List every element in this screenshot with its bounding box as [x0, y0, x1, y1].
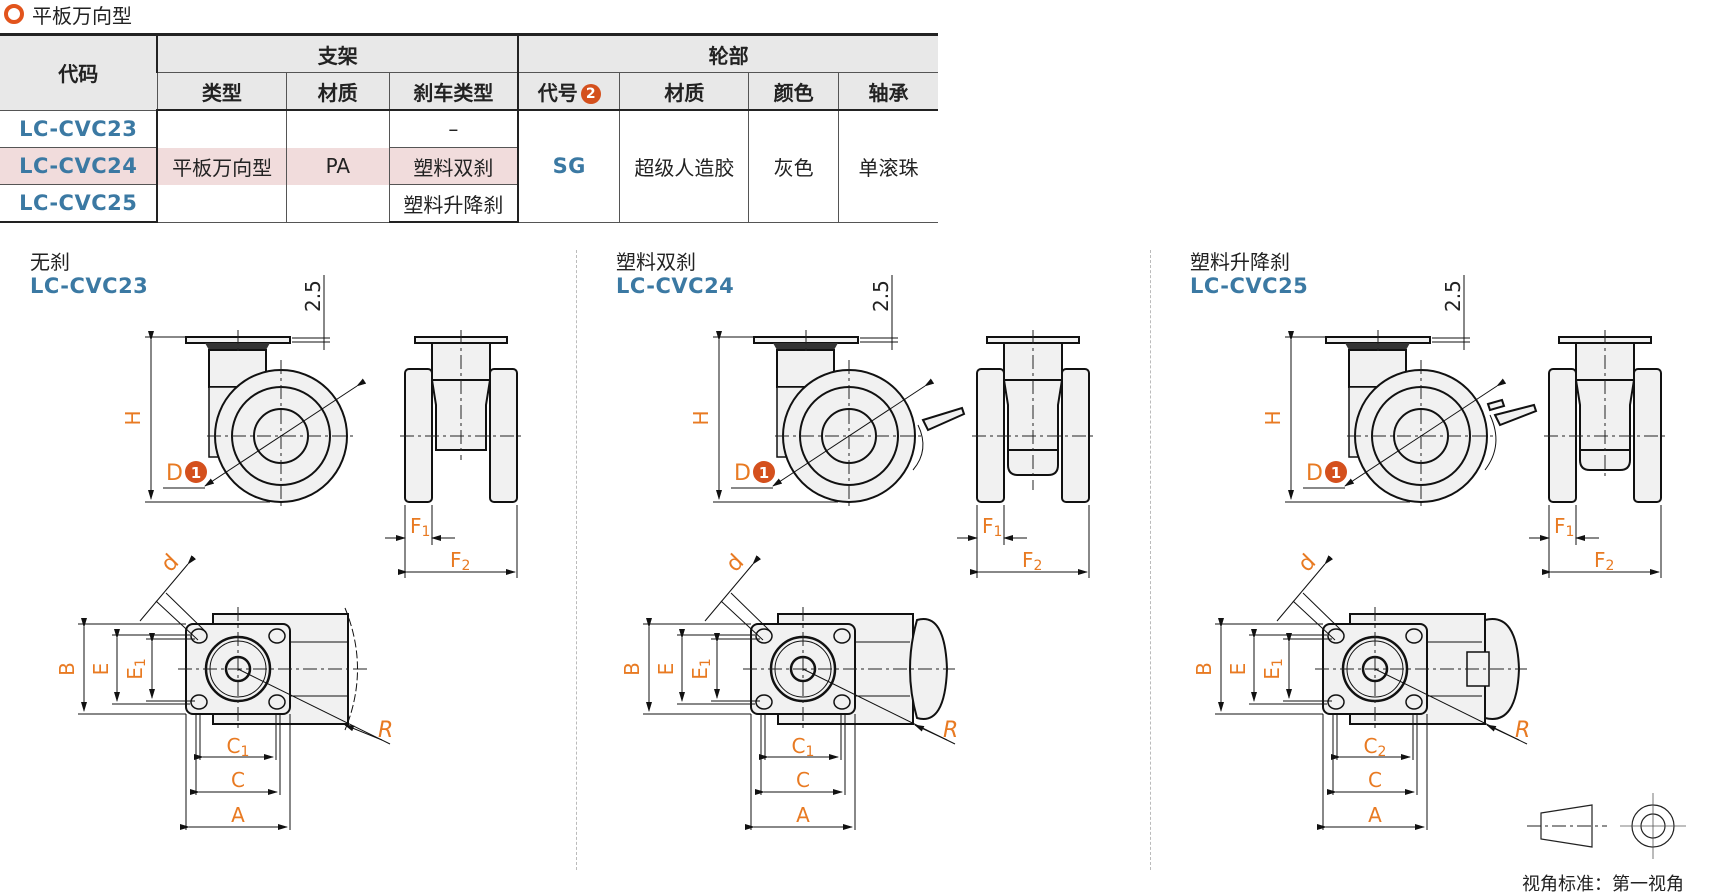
dim-E1: E1	[123, 658, 149, 680]
dim-D: D	[734, 461, 751, 486]
header-brake-type: 刹车类型	[388, 72, 519, 111]
header-code: 代码	[0, 33, 158, 111]
table-row: LC-CVC25 塑料升降刹	[0, 184, 938, 223]
svg-text:1: 1	[1331, 464, 1341, 482]
dim-R: R	[943, 718, 958, 743]
header-wheel-material: 材质	[619, 72, 750, 111]
badge-1-icon	[753, 461, 775, 483]
dim-B: B	[620, 662, 644, 676]
dim-offset: 2.5	[292, 275, 330, 350]
dim-B: B	[1192, 662, 1216, 676]
side-view-cvc25	[1326, 330, 1538, 510]
front-view-cvc25	[1544, 330, 1669, 503]
side-view-cvc24	[754, 330, 966, 510]
cell-color: 灰色	[748, 109, 839, 223]
dim-C2: C2	[1364, 734, 1387, 760]
section-divider	[1150, 250, 1151, 870]
dim-C1: C1	[227, 734, 250, 760]
dim-E1: E1	[688, 658, 714, 680]
circle-bullet-icon	[4, 4, 24, 24]
header-bearing: 轴承	[837, 72, 938, 111]
dim-F2: F2	[1022, 548, 1042, 574]
dim-E: E	[1226, 663, 1250, 676]
note-badge-2: 2	[580, 83, 601, 104]
page-title: 平板万向型	[4, 2, 132, 28]
badge-1-icon	[1325, 461, 1347, 483]
table-row: LC-CVC23 平板万向型 PA – SG 超级人造胶 灰色 单滚珠	[0, 109, 938, 223]
section-label: 塑料升降刹	[1190, 250, 1290, 274]
dim-F2: F2	[1594, 548, 1614, 574]
top-view-cvc24: R d B E E1 C1 C A	[620, 550, 958, 830]
svg-text:1: 1	[191, 464, 201, 482]
header-bracket: 支架	[156, 33, 519, 73]
first-angle-projection-icon	[1527, 793, 1686, 859]
projection-standard-label: 视角标准：第一视角	[1522, 874, 1684, 895]
dim-C1: C1	[792, 734, 815, 760]
dim-offset-label: 2.5	[301, 280, 325, 312]
section-label: 无刹	[30, 250, 70, 274]
dim-offset-label: 2.5	[1441, 280, 1465, 312]
header-color: 颜色	[748, 72, 839, 111]
row-code: LC-CVC24	[0, 147, 158, 185]
dim-F1: F1	[410, 514, 430, 540]
cell-brake: –	[388, 109, 519, 148]
section-code: LC-CVC25	[1190, 274, 1309, 298]
dim-F1: F1	[982, 514, 1002, 540]
dim-E: E	[89, 663, 113, 676]
dim-A: A	[1368, 803, 1382, 827]
section-code: LC-CVC24	[616, 274, 735, 298]
dim-C: C	[796, 768, 810, 792]
section-divider	[576, 250, 577, 870]
dim-E1: E1	[1260, 658, 1286, 680]
badge-1-icon	[185, 461, 207, 483]
cell-brake: 塑料升降刹	[388, 184, 519, 223]
cell-brake: 塑料双刹	[388, 147, 519, 185]
dim-D: D	[166, 461, 183, 486]
svg-text:1: 1	[759, 464, 769, 482]
table-row: LC-CVC24 塑料双刹	[0, 147, 938, 185]
cell-wheel-material: 超级人造胶	[619, 109, 750, 223]
row-code: LC-CVC25	[0, 184, 158, 223]
dim-H: H	[689, 410, 713, 425]
dim-A: A	[231, 803, 245, 827]
front-view-cvc23	[400, 330, 525, 503]
cell-material: PA	[285, 109, 390, 223]
title-text: 平板万向型	[32, 3, 132, 28]
dim-B: B	[55, 662, 79, 676]
top-view-cvc23	[178, 607, 368, 731]
cell-type: 平板万向型	[156, 109, 287, 223]
dim-C: C	[231, 768, 245, 792]
dim-E: E	[654, 663, 678, 676]
row-code: LC-CVC23	[0, 109, 158, 148]
header-wheel: 轮部	[517, 33, 938, 73]
dim-A: A	[796, 803, 810, 827]
dim-R: R	[378, 718, 393, 743]
side-view-cvc23	[186, 330, 357, 510]
dim-C: C	[1368, 768, 1382, 792]
header-type: 类型	[157, 72, 287, 111]
dim-H: H	[121, 410, 145, 425]
dim-D: D	[1306, 461, 1323, 486]
header-material: 材质	[285, 72, 390, 111]
dim-H: H	[1261, 410, 1285, 425]
dim-R: R	[1515, 718, 1530, 743]
front-view-cvc24	[972, 330, 1097, 503]
cell-wheel-code: SG	[517, 109, 621, 223]
dim-offset-label: 2.5	[869, 280, 893, 312]
top-view-cvc25: R d B E E1 C2 C A	[1192, 550, 1530, 830]
section-label: 塑料双刹	[616, 250, 696, 274]
dim-F1: F1	[1554, 514, 1574, 540]
section-code: LC-CVC23	[30, 274, 149, 298]
cell-bearing: 单滚珠	[837, 109, 938, 223]
dim-F2: F2	[450, 548, 470, 574]
